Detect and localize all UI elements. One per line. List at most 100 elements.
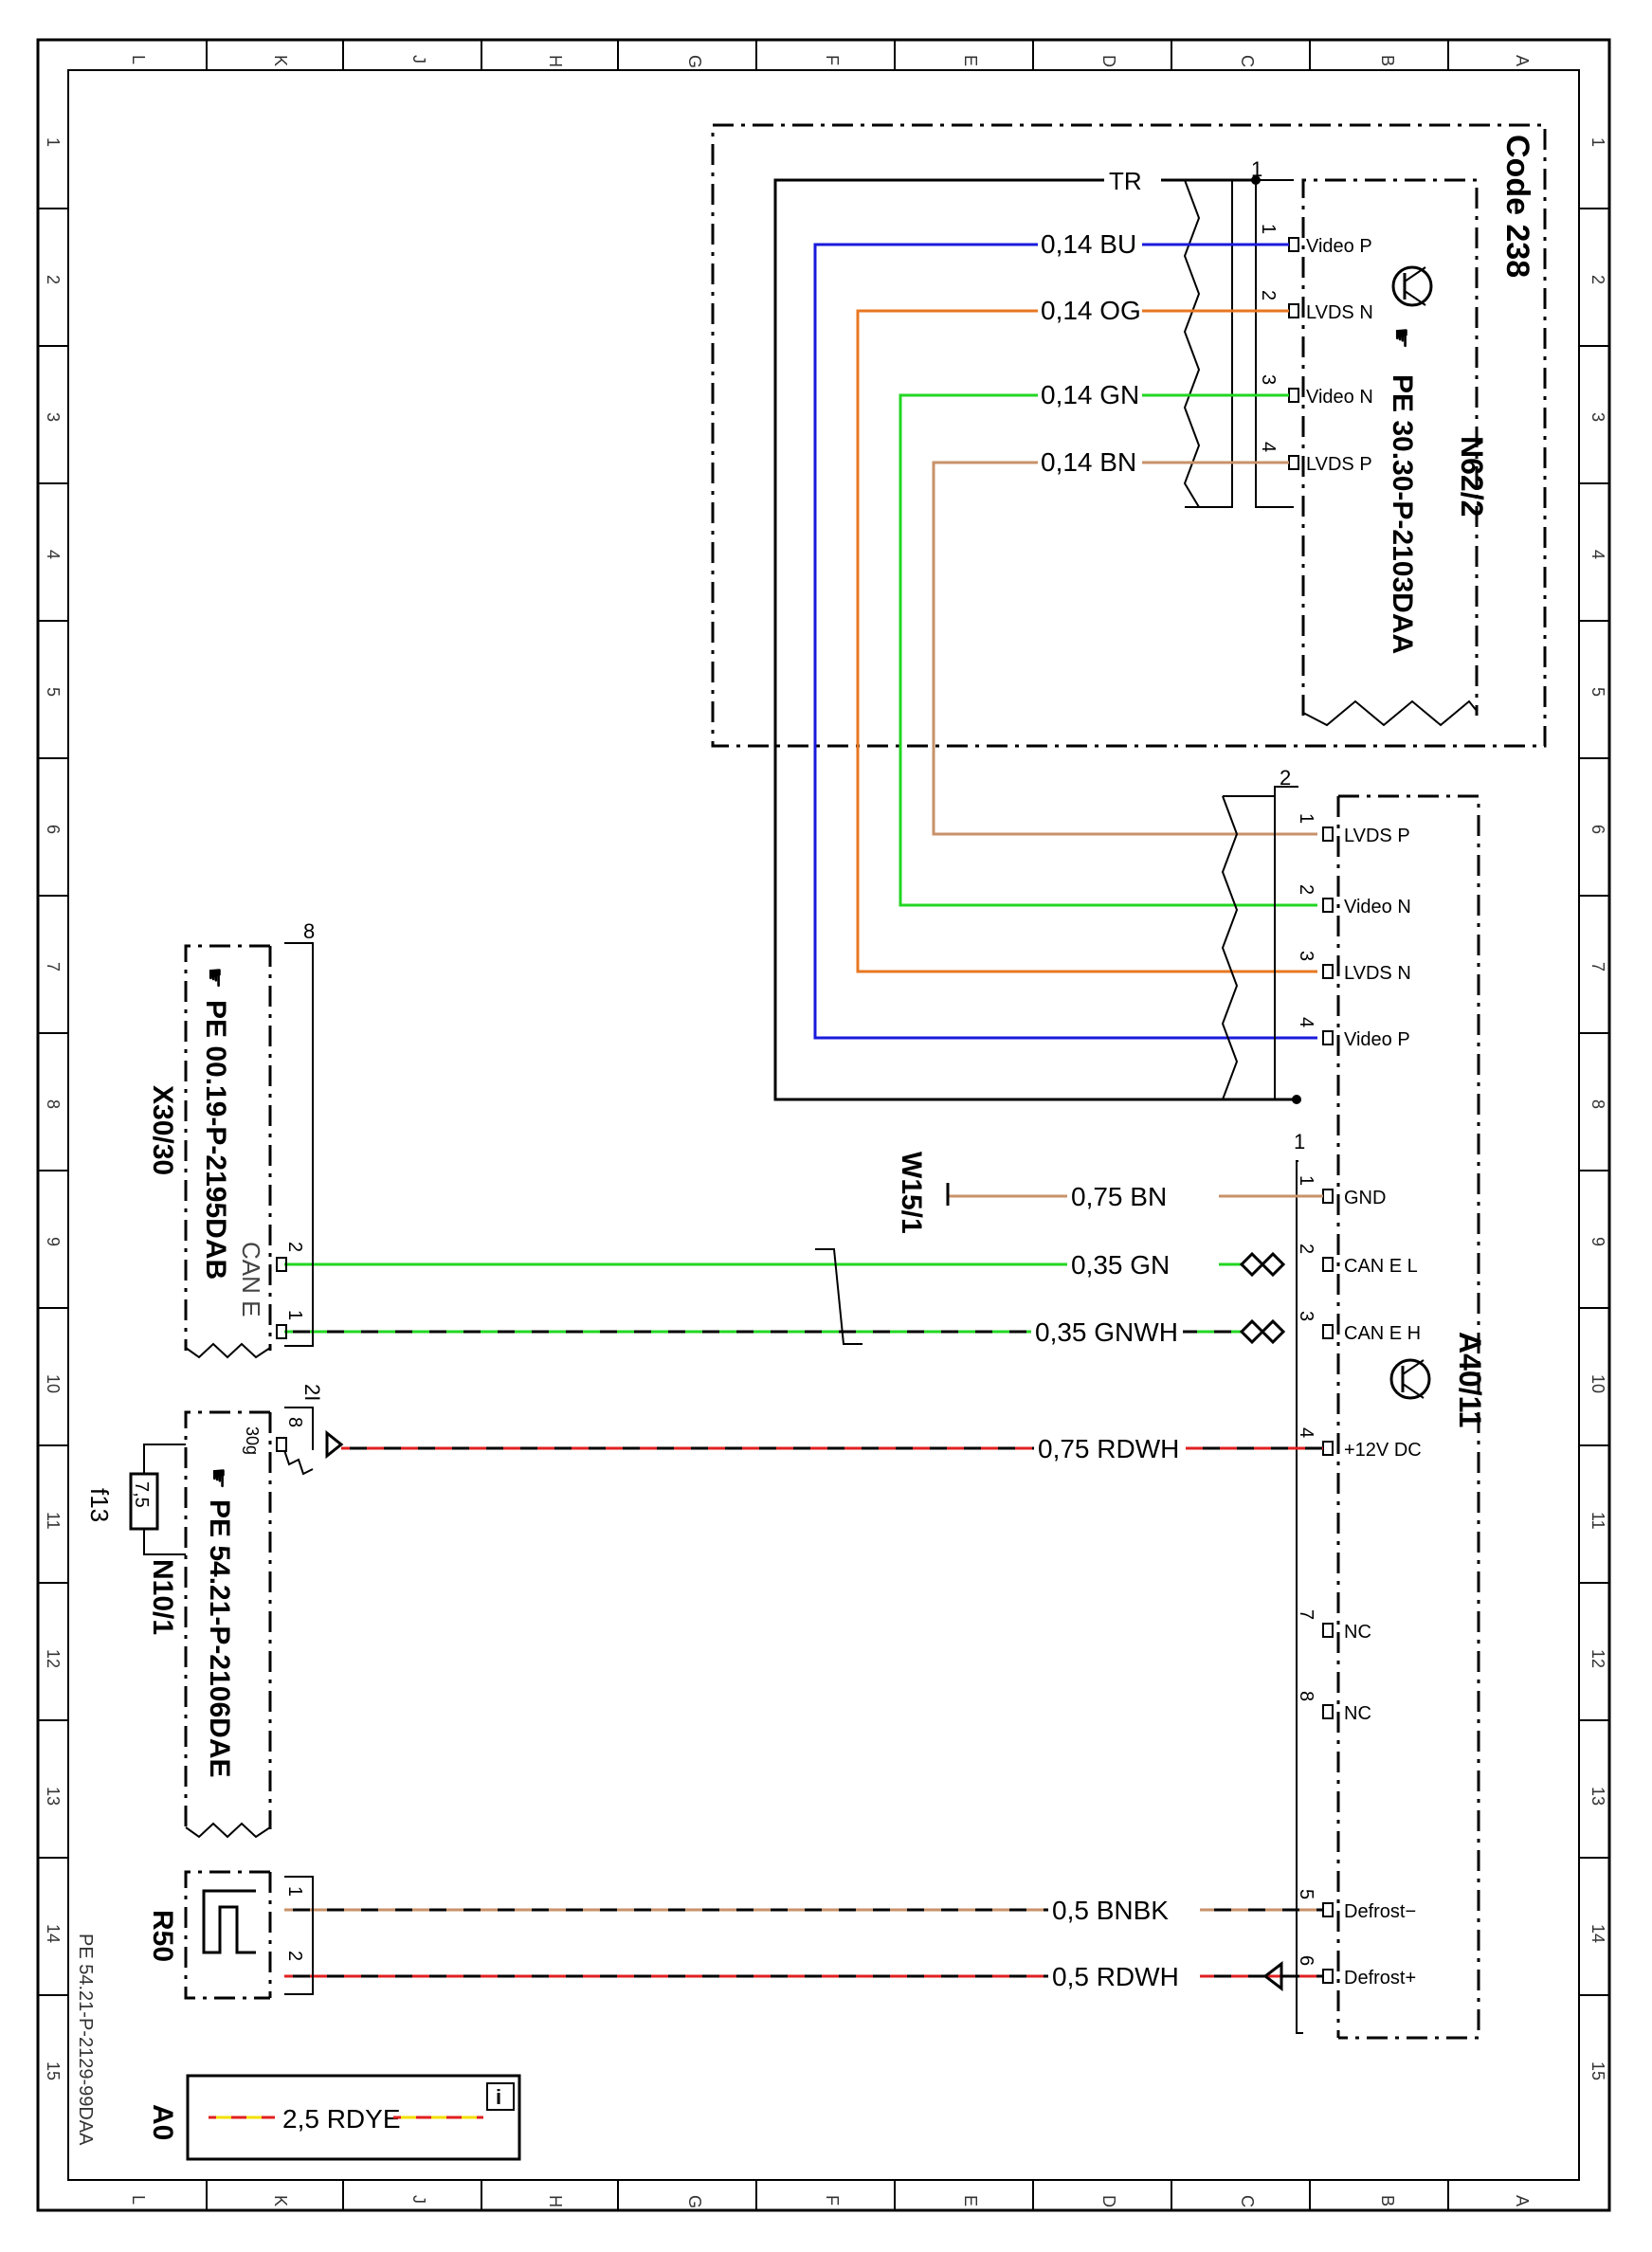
wire-label-bg bbox=[1038, 296, 1142, 326]
a40-video-pin-name: Video P bbox=[1344, 1029, 1410, 1050]
document-id: PE 54.21-P-2129-99DAA bbox=[75, 1934, 96, 2146]
fuse-label: f13 bbox=[85, 1488, 114, 1522]
grid-row-label: 2 bbox=[44, 275, 63, 284]
a40-connector-2-id: 2 bbox=[1280, 766, 1291, 790]
grid-row-label: 12 bbox=[44, 1649, 63, 1668]
grid-row-label: 11 bbox=[44, 1512, 63, 1530]
outer-frame bbox=[36, 38, 1611, 2212]
wire-label-bg bbox=[1067, 1248, 1219, 1280]
wire-label-bg bbox=[1038, 229, 1142, 260]
n62-2-break bbox=[1302, 699, 1478, 727]
grid-row-label: 12 bbox=[1588, 1649, 1607, 1668]
r50-connector-bracket bbox=[284, 1876, 314, 1995]
can-l-wire-label: 0,35 GN bbox=[1071, 1250, 1170, 1280]
grid-row-label: 14 bbox=[44, 1924, 63, 1943]
cable-bundle-top-right bbox=[1185, 180, 1233, 508]
grid-row-label: 10 bbox=[1588, 1374, 1607, 1393]
legend-box bbox=[186, 2074, 521, 2161]
a40-main-pin-number: 7 bbox=[1296, 1609, 1316, 1620]
n62-pin-name: LVDS P bbox=[1306, 454, 1372, 475]
defrost-pos-wire-label: 0,5 RDWH bbox=[1052, 1962, 1179, 1991]
x30-30-connector-bracket bbox=[284, 942, 314, 1347]
video-wire-label: 0,14 BU bbox=[1041, 229, 1136, 259]
grid-row-label: 7 bbox=[1588, 962, 1607, 972]
video-wire bbox=[932, 461, 1317, 836]
grid-row-label: 11 bbox=[1588, 1512, 1607, 1530]
n62-2-label: N62/2 bbox=[1455, 436, 1489, 517]
n10-1-label: N10/1 bbox=[147, 1559, 178, 1635]
x30-30-connector-id: 8 bbox=[303, 919, 315, 943]
n62-pin-name: Video P bbox=[1306, 236, 1372, 257]
n10-1-ground-zigzag bbox=[283, 1449, 314, 1476]
video-wire-label: 0,14 BN bbox=[1041, 447, 1136, 477]
a40-main-pin-terminal bbox=[1322, 1189, 1334, 1204]
defrost-arrow-icon bbox=[1262, 1960, 1283, 1992]
grid-row-label: 15 bbox=[1588, 2061, 1607, 2080]
grid-column-label: H bbox=[546, 2195, 565, 2207]
info-icon bbox=[486, 2082, 515, 2111]
grid-column-label: E bbox=[961, 55, 980, 66]
can-l-diamond-icon bbox=[1239, 1251, 1286, 1278]
a40-11-box bbox=[1338, 794, 1480, 2040]
r50-label: R50 bbox=[147, 1910, 178, 1962]
a40-video-pin-name: LVDS N bbox=[1344, 963, 1411, 984]
cable-bundle-top bbox=[1183, 179, 1201, 508]
grid-row-label: 2 bbox=[1588, 275, 1607, 284]
wire-label-bg bbox=[1067, 1180, 1219, 1212]
n10-1-connector-id: 2I bbox=[300, 1384, 324, 1401]
a40-main-pin-number: 2 bbox=[1296, 1244, 1316, 1254]
a40-video-pin-number: 3 bbox=[1296, 951, 1316, 961]
x30-30-ref: PE 00.19-P-2195DAB bbox=[200, 1000, 231, 1280]
grid-column-label: G bbox=[685, 2195, 704, 2208]
n62-pin-number: 1 bbox=[1258, 224, 1279, 234]
a40-video-pin-number: 4 bbox=[1296, 1017, 1316, 1027]
wire-label-bg bbox=[1031, 1316, 1183, 1348]
a40-video-pin-terminal bbox=[1322, 964, 1334, 979]
x30-30-pin-2-terminal bbox=[276, 1257, 287, 1272]
a40-connector-2-bracket bbox=[1274, 786, 1298, 1100]
a40-video-pin-number: 1 bbox=[1296, 813, 1316, 824]
n10-1-pin: 8 bbox=[284, 1417, 305, 1427]
a40-main-pin-number: 3 bbox=[1296, 1311, 1316, 1321]
grid-row-label: 6 bbox=[1588, 825, 1607, 834]
grid-column-label: A bbox=[1513, 2195, 1532, 2207]
grid-row-label: 3 bbox=[1588, 412, 1607, 422]
a40-main-pin-name: GND bbox=[1344, 1188, 1386, 1208]
a40-main-pin-name: NC bbox=[1344, 1703, 1371, 1724]
grid-column-label: D bbox=[1099, 55, 1118, 67]
a40-connector-1-bracket bbox=[1296, 1160, 1303, 2034]
r50-box bbox=[184, 1870, 270, 2000]
grid-row-label: 1 bbox=[44, 137, 63, 147]
grid-column-label: B bbox=[1378, 55, 1397, 66]
grid-row-label: 4 bbox=[44, 550, 63, 559]
fuse-rating: 7,5 bbox=[131, 1481, 152, 1508]
grid-row-label: 9 bbox=[44, 1237, 63, 1246]
grid-row-label: 10 bbox=[44, 1374, 63, 1393]
grid-column-label: D bbox=[1099, 2195, 1118, 2207]
n62-pin-name: LVDS N bbox=[1306, 302, 1373, 323]
r50-pin-1: 1 bbox=[284, 1886, 305, 1897]
grid-row-label: 3 bbox=[44, 412, 63, 422]
grid-row-label: 6 bbox=[44, 825, 63, 834]
grid-column-label: K bbox=[271, 55, 290, 66]
grid-row-label: 1 bbox=[1588, 137, 1607, 147]
x30-30-label: X30/30 bbox=[147, 1085, 178, 1175]
grid-row-label: 7 bbox=[44, 962, 63, 972]
grid-row-label: 5 bbox=[44, 687, 63, 697]
a40-video-pin-name: LVDS P bbox=[1344, 826, 1410, 846]
shield-wire bbox=[773, 178, 1297, 1101]
a40-main-pin-number: 8 bbox=[1296, 1691, 1316, 1701]
wire-label-bg bbox=[1038, 447, 1142, 478]
x30-30-pin-1: 1 bbox=[284, 1310, 305, 1320]
n10-1-break bbox=[185, 1822, 271, 1839]
a40-main-pin-terminal bbox=[1322, 1623, 1334, 1638]
code-238-label: Code 238 bbox=[1499, 135, 1535, 278]
wire-label-bg bbox=[1034, 1432, 1186, 1464]
grid-column-label: E bbox=[961, 2195, 980, 2207]
a40-11-label: A40/11 bbox=[1453, 1332, 1487, 1427]
n62-pin-name: Video N bbox=[1306, 387, 1373, 408]
wire-label-bg bbox=[1048, 1960, 1200, 1992]
a40-main-pin-name: Defrost− bbox=[1344, 1901, 1416, 1922]
grid-column-label: F bbox=[823, 2195, 842, 2206]
